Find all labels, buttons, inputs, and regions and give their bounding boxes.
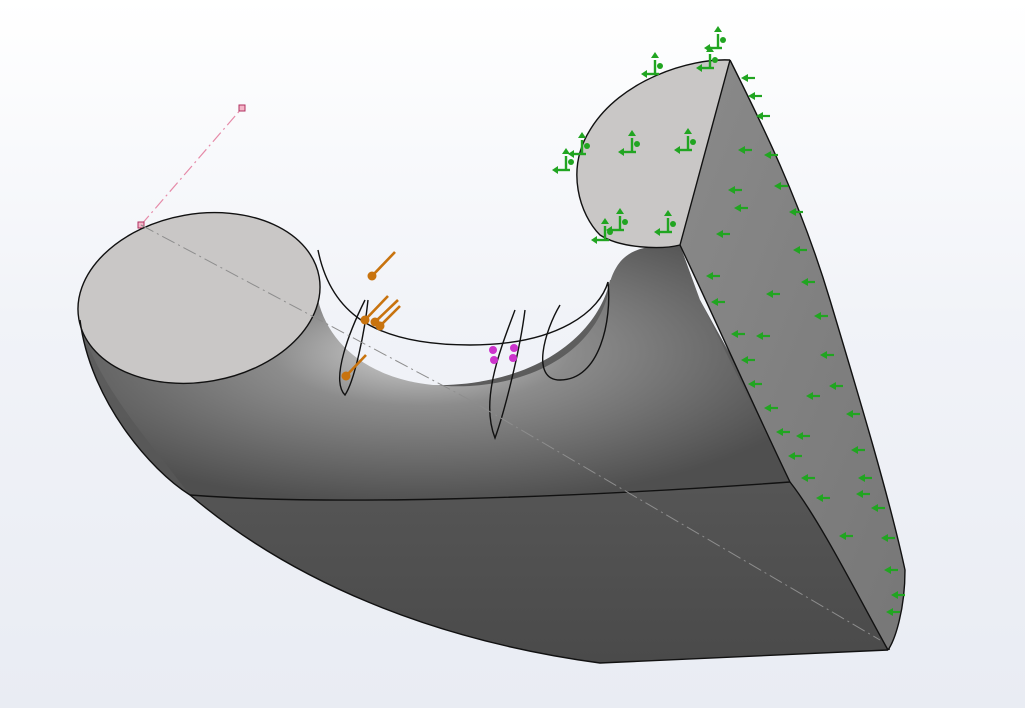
fixture-arrow-icon[interactable] <box>846 410 860 418</box>
fixture-arrow-icon[interactable] <box>816 494 830 502</box>
fixture-arrow-icon[interactable] <box>891 591 905 599</box>
fixed-geometry-icon[interactable] <box>591 218 613 244</box>
load-arrow-icon[interactable] <box>367 251 396 281</box>
fixture-arrow-icon[interactable] <box>806 392 820 400</box>
end-face-left[interactable] <box>64 194 333 402</box>
fixed-geometry-icon[interactable] <box>674 128 696 154</box>
load-arrow-icon[interactable] <box>341 354 367 381</box>
fixture-arrow-icon[interactable] <box>789 208 803 216</box>
fixture-arrow-icon[interactable] <box>851 446 865 454</box>
fixture-arrow-icon[interactable] <box>801 474 815 482</box>
fixture-arrow-icon[interactable] <box>756 332 770 340</box>
connector-icon[interactable] <box>489 346 497 354</box>
fixture-arrow-icon[interactable] <box>886 608 900 616</box>
fixture-arrow-icon[interactable] <box>706 272 720 280</box>
fixed-geometry-icon[interactable] <box>641 52 663 78</box>
fixture-arrow-icon[interactable] <box>884 566 898 574</box>
fixture-arrow-icon[interactable] <box>711 298 725 306</box>
part-body[interactable] <box>64 59 906 664</box>
fixture-arrow-icon[interactable] <box>858 474 872 482</box>
fixture-arrow-icon[interactable] <box>741 74 755 82</box>
fixed-geometry-icon[interactable] <box>618 130 640 156</box>
load-arrow-icon[interactable] <box>360 295 389 325</box>
fixture-arrow-icon[interactable] <box>738 146 752 154</box>
connector-markers[interactable] <box>489 344 518 364</box>
fixed-geometry-icon[interactable] <box>704 26 726 52</box>
fixture-arrow-icon[interactable] <box>748 380 762 388</box>
tube-surface[interactable] <box>80 245 790 501</box>
sketch-point-icon[interactable] <box>238 104 246 112</box>
fixture-arrow-icon[interactable] <box>766 290 780 298</box>
fixed-geometry-icon[interactable] <box>568 132 590 158</box>
connector-icon[interactable] <box>490 356 498 364</box>
fixture-arrow-icon[interactable] <box>820 351 834 359</box>
connector-icon[interactable] <box>510 344 518 352</box>
fixture-arrow-icon[interactable] <box>801 278 815 286</box>
fixture-arrow-icon[interactable] <box>881 534 895 542</box>
load-arrow-icon[interactable] <box>375 305 401 331</box>
fixture-arrow-icon[interactable] <box>776 428 790 436</box>
fixture-arrow-icon[interactable] <box>731 330 745 338</box>
fixture-arrow-icon[interactable] <box>734 204 748 212</box>
fixture-arrow-icon[interactable] <box>756 112 770 120</box>
fixture-arrow-icon[interactable] <box>793 246 807 254</box>
connector-icon[interactable] <box>509 354 517 362</box>
fixture-arrow-icon[interactable] <box>839 532 853 540</box>
fixture-arrow-icon[interactable] <box>764 404 778 412</box>
fixture-arrow-icon[interactable] <box>856 490 870 498</box>
fixture-arrow-icon[interactable] <box>829 382 843 390</box>
fixed-geometry-icon[interactable] <box>654 210 676 236</box>
fixture-arrow-icon[interactable] <box>748 92 762 100</box>
fixed-geometry-icon[interactable] <box>552 148 574 174</box>
fixture-arrow-icon[interactable] <box>774 182 788 190</box>
sketch-line[interactable] <box>137 104 246 229</box>
fixture-arrow-icon[interactable] <box>764 151 778 159</box>
fixture-arrow-icon[interactable] <box>741 356 755 364</box>
axis-centerline <box>140 224 881 641</box>
fixture-markers[interactable] <box>552 26 905 616</box>
fixture-arrow-icon[interactable] <box>871 504 885 512</box>
fixture-arrow-icon[interactable] <box>716 230 730 238</box>
fixture-arrow-icon[interactable] <box>796 432 810 440</box>
fixture-arrow-icon[interactable] <box>788 452 802 460</box>
load-markers[interactable] <box>341 251 401 381</box>
fixture-arrow-icon[interactable] <box>814 312 828 320</box>
fixture-arrow-icon[interactable] <box>728 186 742 194</box>
